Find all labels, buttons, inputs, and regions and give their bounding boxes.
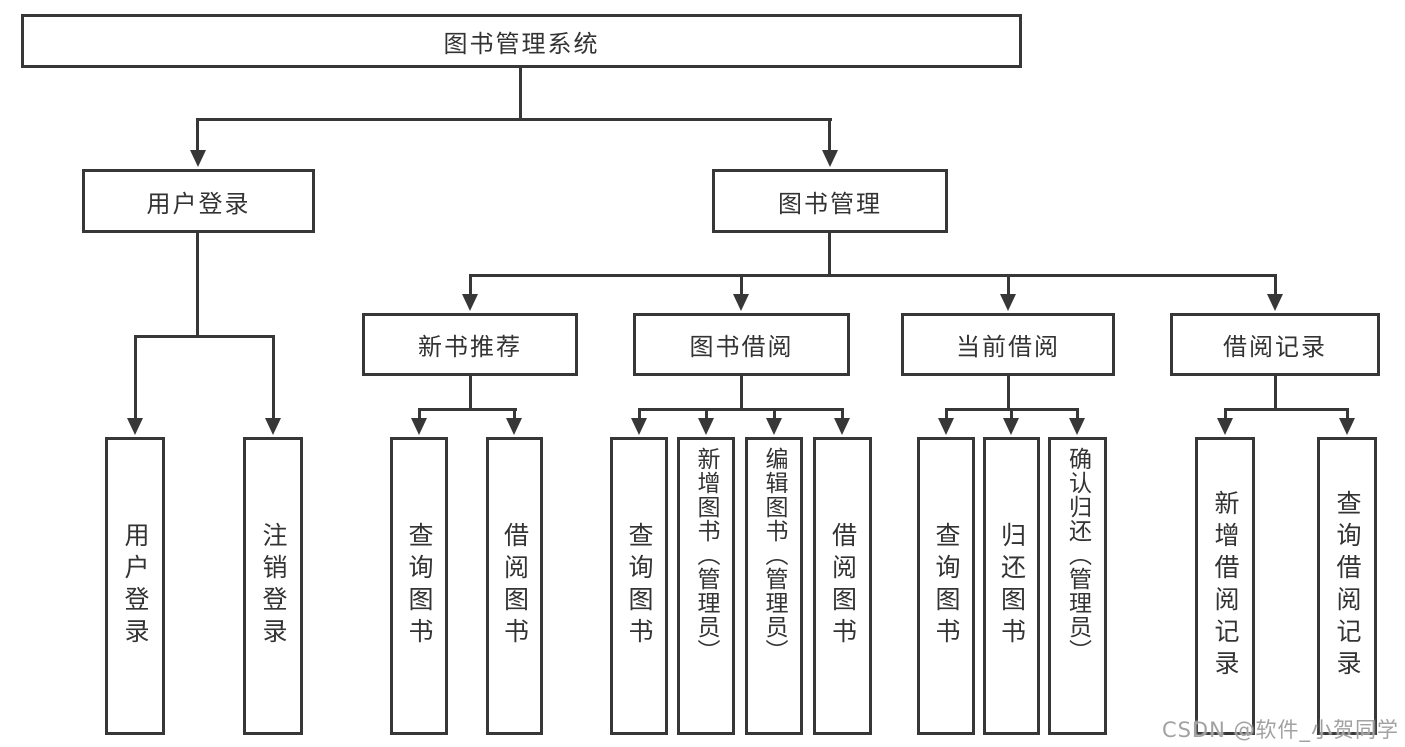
connector-vline <box>1007 274 1010 297</box>
arrow-down-icon <box>733 294 749 311</box>
node-leaf-logout: 注销登录 <box>243 437 303 735</box>
connector-vline <box>469 375 472 410</box>
node-leaf-query-books-recommend: 查询图书 <box>390 437 448 735</box>
node-label: 借阅图书 <box>828 522 858 650</box>
arrow-down-icon <box>938 418 954 435</box>
connector-vline <box>1010 408 1013 420</box>
node-leaf-edit-book-admin: 编辑图书（管理员） <box>745 437 803 735</box>
node-leaf-query-books-borrow: 查询图书 <box>610 437 668 735</box>
node-label: 查询图书 <box>932 522 961 650</box>
connector-vline <box>1007 375 1010 410</box>
connector-hline <box>196 118 832 121</box>
node-book-borrowing: 图书借阅 <box>633 313 850 376</box>
connector-hline <box>638 408 844 411</box>
connector-vline <box>740 375 743 410</box>
node-user-login: 用户登录 <box>82 169 315 233</box>
connector-vline <box>705 408 708 420</box>
arrow-down-icon <box>1069 418 1085 435</box>
node-leaf-add-borrow-record: 新增借阅记录 <box>1195 437 1255 735</box>
node-label: 用户登录 <box>121 522 150 650</box>
node-new-book-recommendation: 新书推荐 <box>362 313 578 376</box>
arrow-down-icon <box>631 418 647 435</box>
arrow-down-icon <box>462 294 478 311</box>
node-leaf-confirm-return-admin: 确认归还（管理员） <box>1048 437 1107 735</box>
connector-vline <box>418 408 421 420</box>
connector-vline <box>638 408 641 420</box>
node-label: 图书借阅 <box>689 333 794 361</box>
node-leaf-user-login: 用户登录 <box>105 437 165 735</box>
connector-vline <box>828 118 831 152</box>
connector-vline <box>828 233 831 276</box>
arrow-down-icon <box>411 418 427 435</box>
arrow-down-icon <box>265 418 281 435</box>
connector-hline <box>418 408 517 411</box>
connector-vline <box>469 274 472 297</box>
node-borrowing-records: 借阅记录 <box>1170 313 1380 376</box>
connector-vline <box>513 408 516 420</box>
connector-vline <box>841 408 844 420</box>
arrow-down-icon <box>1217 418 1233 435</box>
watermark: CSDN @软件_小贺同学 <box>1161 718 1399 742</box>
arrow-down-icon <box>834 418 850 435</box>
node-label: 新增图书（管理员） <box>693 447 719 663</box>
connector-vline <box>1274 274 1277 297</box>
connector-vline <box>519 68 522 120</box>
node-library-system: 图书管理系统 <box>21 14 1022 68</box>
node-label: 图书管理 <box>778 189 882 218</box>
node-label: 借阅图书 <box>500 522 530 650</box>
node-label: 注销登录 <box>259 522 288 650</box>
connector-vline <box>1274 375 1277 410</box>
connector-hline <box>134 335 275 338</box>
arrow-down-icon <box>506 418 522 435</box>
connector-hline <box>469 274 1277 277</box>
arrow-down-icon <box>190 150 206 167</box>
connector-hline <box>1224 408 1348 411</box>
node-current-borrowing: 当前借阅 <box>901 313 1115 376</box>
node-label: 归还图书 <box>997 522 1027 650</box>
connector-vline <box>1224 408 1227 420</box>
node-book-management: 图书管理 <box>712 169 948 233</box>
node-label: 查询借阅记录 <box>1333 490 1362 682</box>
node-leaf-return-books: 归还图书 <box>983 437 1040 735</box>
connector-vline <box>1076 408 1079 420</box>
node-leaf-borrow-books-borrow: 借阅图书 <box>813 437 872 735</box>
arrow-down-icon <box>766 418 782 435</box>
arrow-down-icon <box>1339 418 1355 435</box>
connector-vline <box>740 274 743 297</box>
node-label: 查询图书 <box>405 522 434 650</box>
connector-vline <box>945 408 948 420</box>
arrow-down-icon <box>1000 294 1016 311</box>
arrow-down-icon <box>822 150 838 167</box>
node-leaf-add-book-admin: 新增图书（管理员） <box>677 437 735 735</box>
node-label: 用户登录 <box>146 189 251 218</box>
node-label: 新书推荐 <box>418 333 522 361</box>
connector-vline <box>134 335 137 420</box>
node-label: 确认归还（管理员） <box>1064 447 1091 663</box>
node-leaf-borrow-books-recommend: 借阅图书 <box>486 437 543 735</box>
node-label: 新增借阅记录 <box>1211 490 1240 682</box>
node-label: 查询图书 <box>625 522 654 650</box>
arrow-down-icon <box>1267 294 1283 311</box>
node-leaf-query-books-current: 查询图书 <box>917 437 975 735</box>
arrow-down-icon <box>1003 418 1019 435</box>
arrow-down-icon <box>127 418 143 435</box>
arrow-down-icon <box>698 418 714 435</box>
connector-vline <box>196 118 199 152</box>
connector-vline <box>1346 408 1349 420</box>
node-leaf-query-borrow-record: 查询借阅记录 <box>1317 437 1377 735</box>
node-label: 当前借阅 <box>956 333 1060 361</box>
connector-vline <box>773 408 776 420</box>
node-label: 编辑图书（管理员） <box>761 447 787 663</box>
node-label: 借阅记录 <box>1223 333 1327 361</box>
node-label: 图书管理系统 <box>443 29 600 58</box>
connector-vline <box>272 335 275 420</box>
connector-vline <box>196 233 199 337</box>
